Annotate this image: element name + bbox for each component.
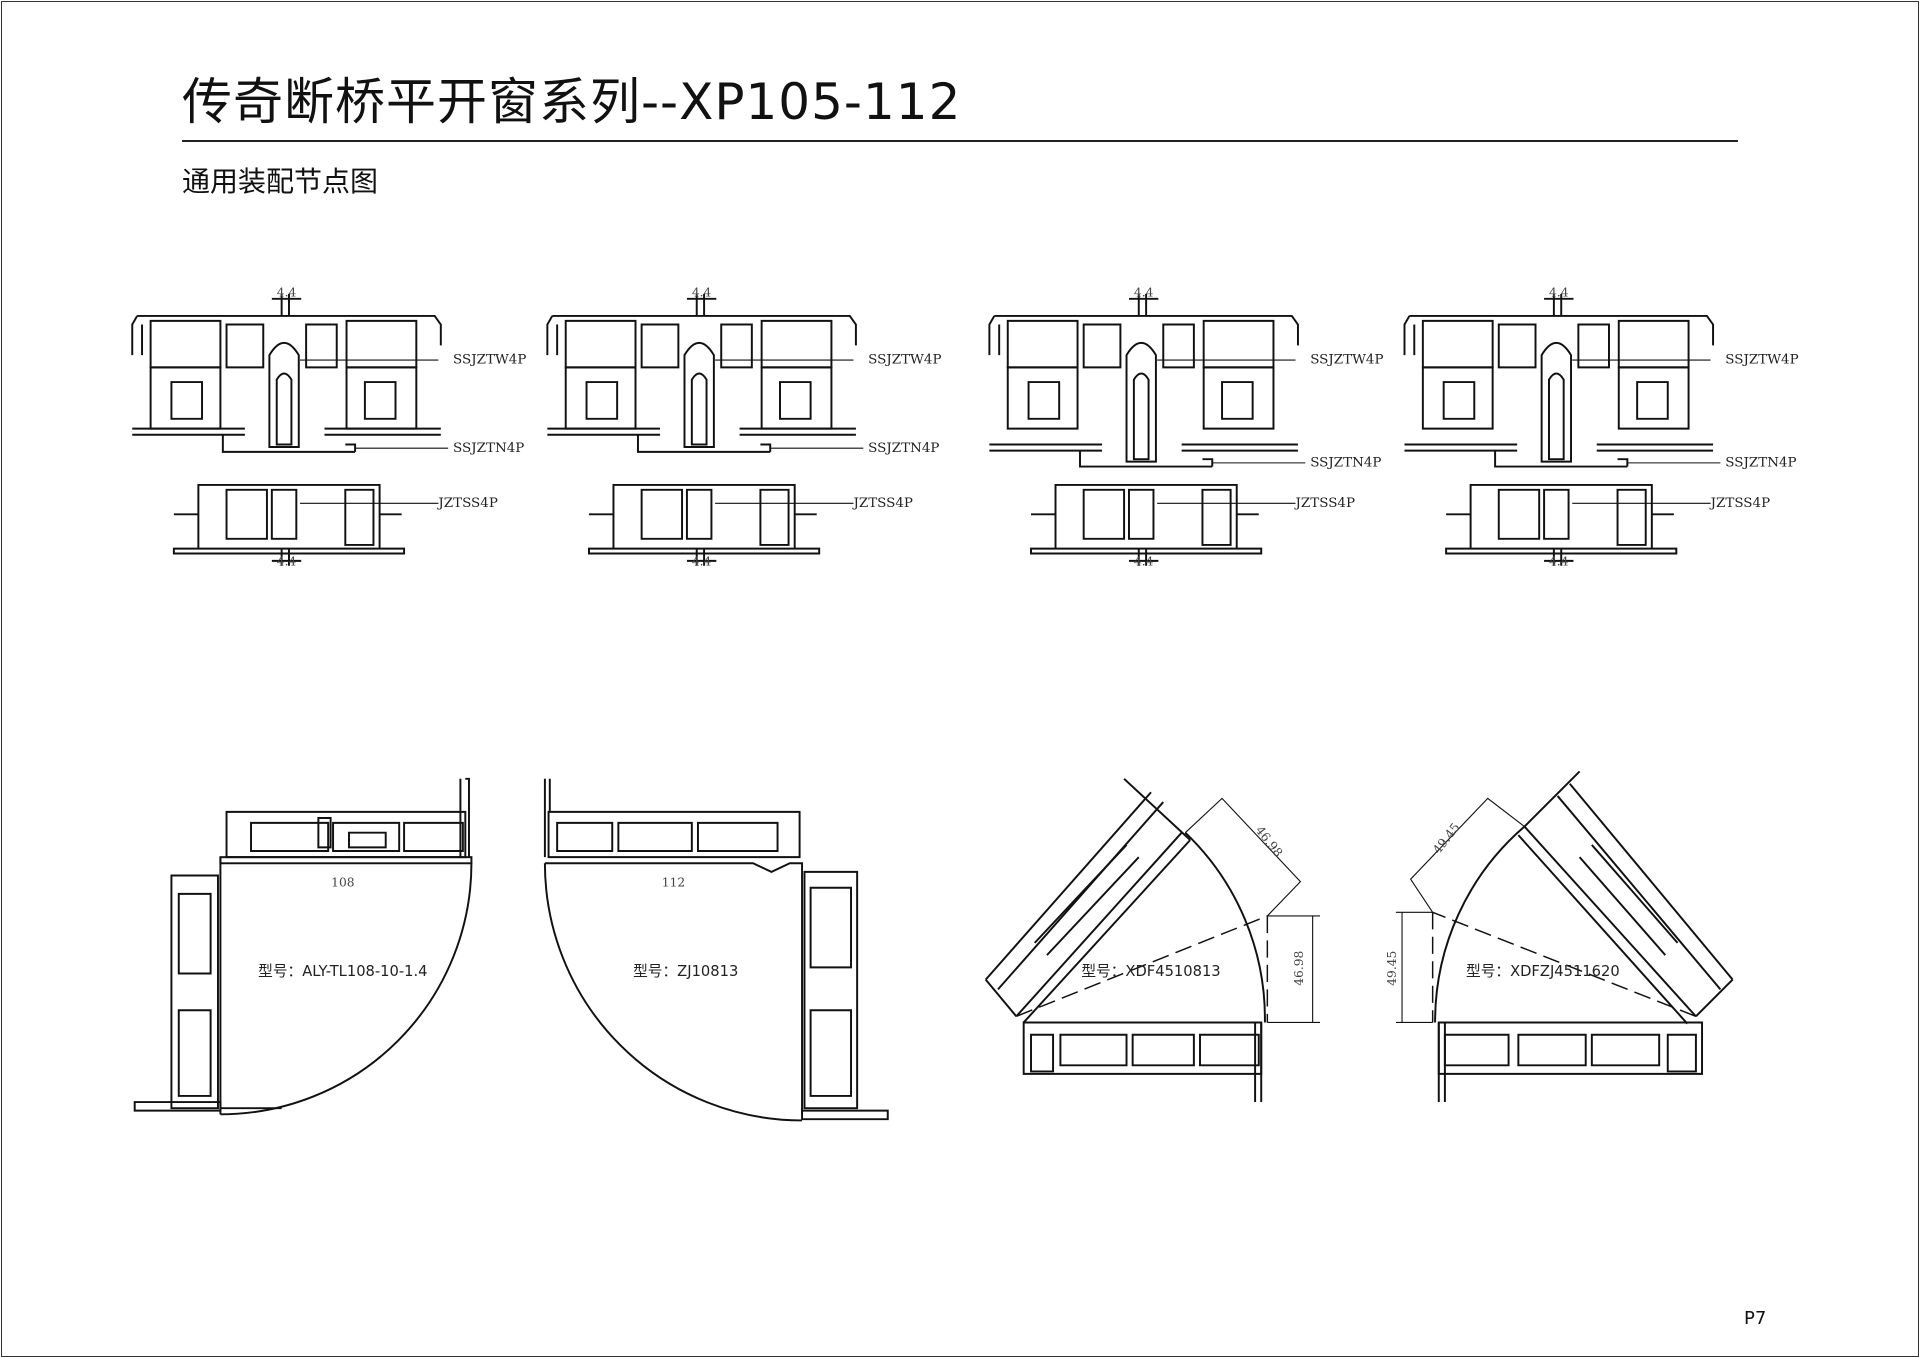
model-label: 型号：ALY-TL108-10-1.4	[258, 963, 427, 980]
page-number: P7	[1744, 1308, 1767, 1329]
label-ssjztn4p: SSJZTN4P	[1725, 456, 1796, 471]
section-subtitle: 通用装配节点图	[182, 165, 379, 198]
label-ssjztn4p: SSJZTN4P	[868, 441, 939, 456]
dimension-label: 46.98	[1253, 823, 1286, 859]
model-label: 型号：XDFZJ4511620	[1466, 963, 1620, 980]
dimension-label: 4.4	[1549, 555, 1569, 569]
label-ssjztw4p: SSJZTW4P	[1310, 353, 1383, 368]
dimension-label: 49.45	[1385, 951, 1399, 986]
page-title: 传奇断桥平开窗系列--XP105-112	[182, 73, 962, 131]
dimension-label: 108	[331, 876, 354, 890]
label-ssjztw4p: SSJZTW4P	[1725, 353, 1798, 368]
label-jztss4p: JZTSS4P	[1294, 496, 1356, 511]
label-jztss4p: JZTSS4P	[851, 496, 913, 511]
profile-node-1: SSJZTW4P SSJZTN4P JZTSS4P 4.4 4.4	[131, 285, 526, 569]
dimension-label: 112	[662, 876, 685, 890]
dimension-label: 4.4	[1134, 555, 1154, 569]
dimension-label: 46.98	[1292, 951, 1306, 986]
dimension-label: 4.4	[692, 555, 712, 569]
corner-node-2: 112 型号：ZJ10813	[543, 778, 889, 1122]
label-ssjztn4p: SSJZTN4P	[453, 441, 524, 456]
label-jztss4p: JZTSS4P	[436, 496, 498, 511]
title-divider	[182, 140, 1738, 142]
dimension-label: 4.4	[1134, 285, 1154, 299]
dimension-label: 4.4	[277, 555, 297, 569]
corner-node-4: 49.45 49.45 型号：XDFZJ4511620	[1385, 770, 1734, 1103]
dimension-label: 4.4	[692, 285, 712, 299]
label-jztss4p: JZTSS4P	[1709, 496, 1771, 511]
dimension-label: 49.45	[1430, 820, 1463, 856]
label-ssjztn4p: SSJZTN4P	[1310, 456, 1381, 471]
profile-node-4: SSJZTW4P SSJZTN4P JZTSS4P 4.4 4.4	[1403, 285, 1799, 569]
corner-node-1: 108 型号：ALY-TL108-10-1.4	[133, 777, 473, 1116]
model-label: 型号：ZJ10813	[633, 963, 738, 980]
profile-node-3: SSJZTW4P SSJZTN4P JZTSS4P 4.4 4.4	[988, 285, 1384, 569]
label-ssjztw4p: SSJZTW4P	[453, 353, 526, 368]
profile-node-2: SSJZTW4P SSJZTN4P JZTSS4P 4.4 4.4	[546, 285, 942, 569]
corner-node-3: 46.98 46.98 型号：XDF4510813	[984, 778, 1320, 1103]
label-ssjztw4p: SSJZTW4P	[868, 353, 941, 368]
model-label: 型号：XDF4510813	[1081, 963, 1220, 980]
dimension-label: 4.4	[1549, 285, 1569, 299]
dimension-label: 4.4	[277, 285, 297, 299]
